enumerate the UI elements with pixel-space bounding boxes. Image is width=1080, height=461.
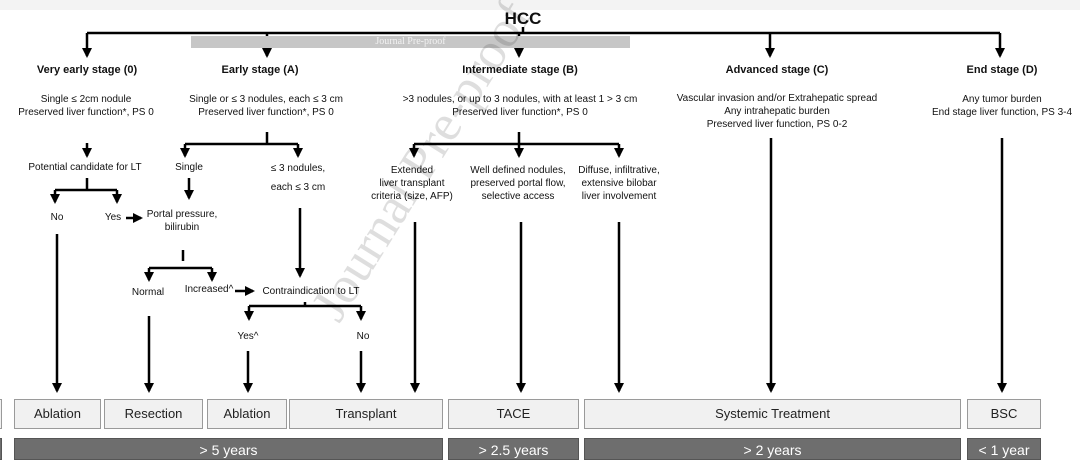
- stage-very-early-desc2: Preserved liver function*, PS 0: [18, 107, 154, 118]
- stage-end-desc1: Any tumor burden: [962, 94, 1042, 105]
- stage-intermediate-desc1: >3 nodules, or up to 3 nodules, with at …: [402, 94, 638, 105]
- node-portal-pressure-1: Portal pressure,: [146, 209, 218, 220]
- node-yes-caret: Yes^: [237, 331, 259, 342]
- node-extended-3: criteria (size, AFP): [371, 191, 453, 202]
- node-normal: Normal: [131, 287, 165, 298]
- stage-advanced-desc2: Any intrahepatic burden: [724, 106, 830, 117]
- stage-end-desc2: End stage liver function, PS 3-4: [931, 107, 1073, 118]
- node-diffuse-3: liver involvement: [581, 191, 657, 202]
- node-three-nodules-1: ≤ 3 nodules,: [270, 163, 326, 174]
- treatment-box-edge: [0, 399, 2, 429]
- node-increased: Increased^: [184, 284, 234, 295]
- node-contraindication-lt: Contraindication to LT: [262, 286, 360, 297]
- stage-advanced-desc3: Preserved liver function, PS 0-2: [706, 119, 848, 130]
- top-band: [0, 0, 1080, 10]
- treatment-transplant: Transplant: [289, 399, 443, 429]
- node-well-defined-2: preserved portal flow,: [470, 178, 566, 189]
- node-diffuse-2: extensive bilobar: [581, 178, 657, 189]
- treatment-resection: Resection: [104, 399, 203, 429]
- node-no-2: No: [356, 331, 370, 342]
- stage-early-desc1: Single or ≤ 3 nodules, each ≤ 3 cm: [189, 94, 343, 105]
- treatment-ablation-2: Ablation: [207, 399, 287, 429]
- stage-advanced-title: Advanced stage (C): [725, 64, 829, 76]
- stage-advanced-desc1: Vascular invasion and/or Extrahepatic sp…: [676, 93, 878, 104]
- survival-bar-1: > 5 years: [14, 438, 443, 460]
- node-diffuse-1: Diffuse, infiltrative,: [578, 165, 660, 176]
- watermark-bar: Journal Pre-proof: [191, 36, 630, 48]
- node-three-nodules-2: each ≤ 3 cm: [270, 182, 326, 193]
- node-yes: Yes: [104, 212, 122, 223]
- treatment-tace: TACE: [448, 399, 579, 429]
- stage-early-title: Early stage (A): [221, 64, 299, 76]
- survival-bar-2: > 2.5 years: [448, 438, 579, 460]
- stage-intermediate-desc2: Preserved liver function*, PS 0: [452, 107, 588, 118]
- node-well-defined-3: selective access: [481, 191, 555, 202]
- node-lt-candidate: Potential candidate for LT: [28, 162, 142, 173]
- node-portal-pressure-2: bilirubin: [164, 222, 200, 233]
- node-no: No: [50, 212, 64, 223]
- node-single: Single: [175, 162, 203, 173]
- treatment-ablation-1: Ablation: [14, 399, 101, 429]
- treatment-systemic: Systemic Treatment: [584, 399, 961, 429]
- node-extended-2: liver transplant: [379, 178, 445, 189]
- survival-bar-3: > 2 years: [584, 438, 961, 460]
- survival-edge: [0, 438, 2, 460]
- survival-bar-4: < 1 year: [967, 438, 1041, 460]
- stage-intermediate-title: Intermediate stage (B): [462, 64, 578, 76]
- diagram-title: HCC: [504, 9, 542, 28]
- treatment-bsc: BSC: [967, 399, 1041, 429]
- stage-early-desc2: Preserved liver function*, PS 0: [198, 107, 334, 118]
- stage-very-early-title: Very early stage (0): [36, 64, 138, 76]
- stage-end-title: End stage (D): [966, 64, 1038, 76]
- stage-very-early-desc1: Single ≤ 2cm nodule: [40, 94, 132, 105]
- node-extended-1: Extended: [390, 165, 434, 176]
- node-well-defined-1: Well defined nodules,: [470, 165, 566, 176]
